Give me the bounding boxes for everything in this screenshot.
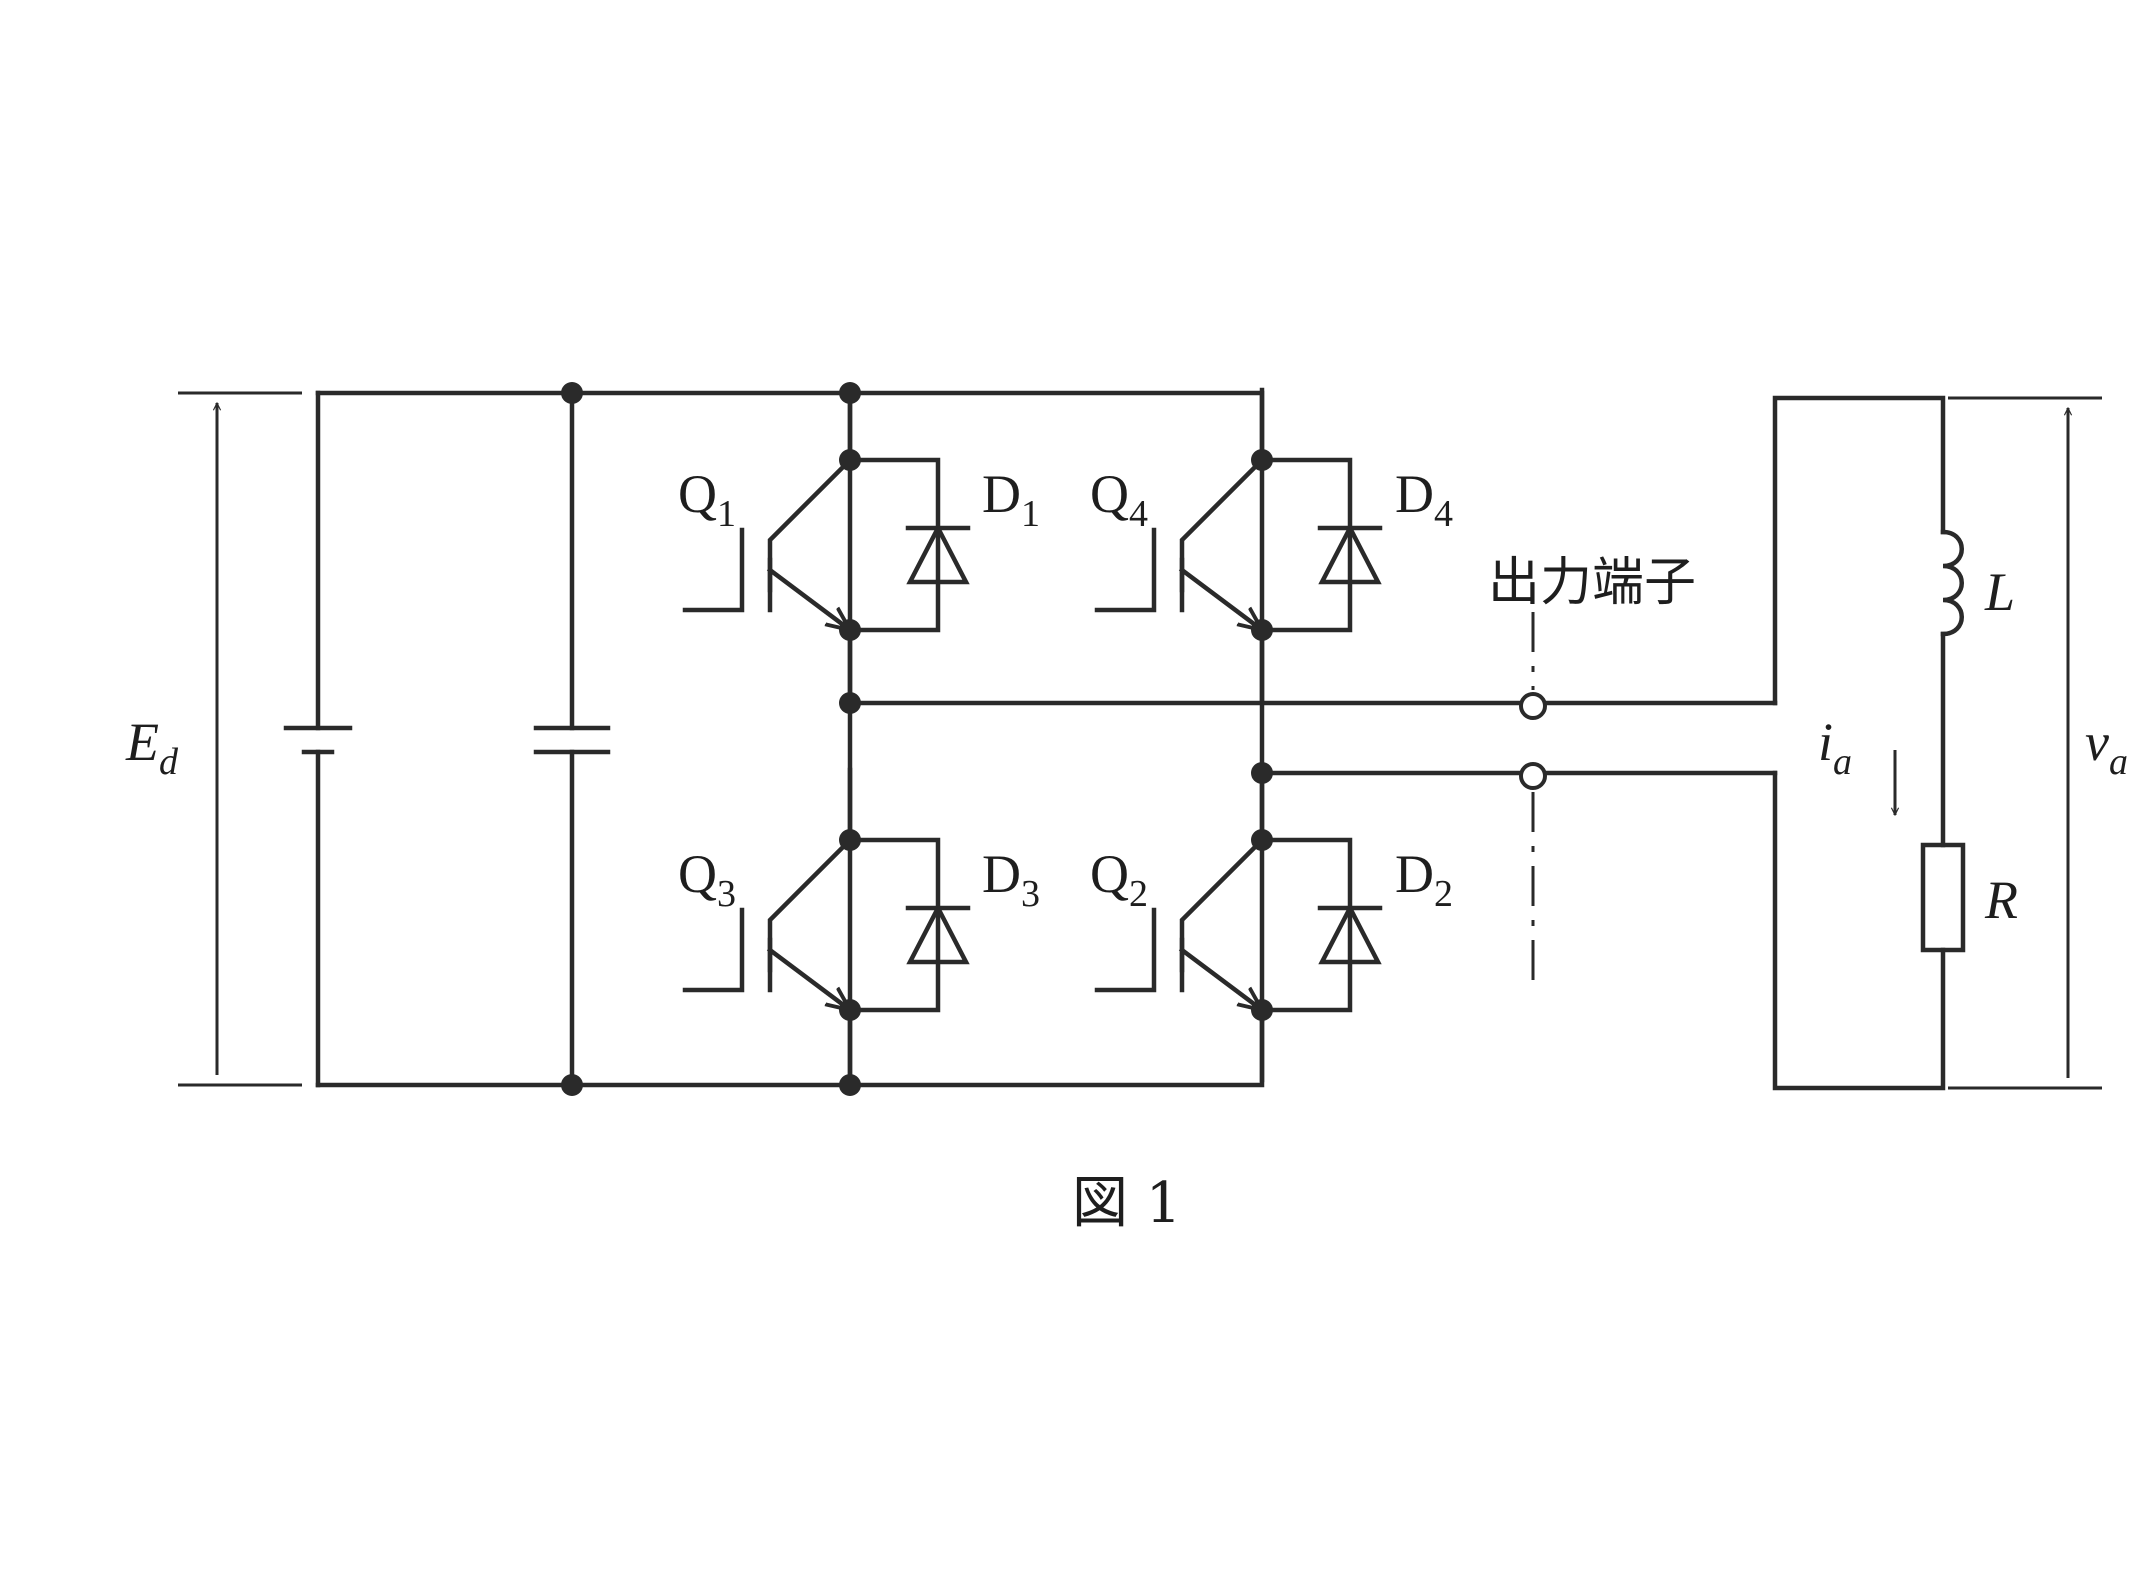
switch-q2-with-diode-d2 — [1097, 770, 1380, 1080]
label-d1: D1 — [982, 464, 1040, 535]
label-q1: Q1 — [678, 464, 736, 535]
figure-caption: 図 1 — [1072, 1171, 1181, 1236]
node-cap-bottom — [561, 1074, 583, 1096]
label-d3: D3 — [982, 844, 1040, 915]
switch-q3-with-diode-d3 — [685, 770, 968, 1080]
output-terminal-a — [1519, 692, 1547, 720]
label-output-terminal: 出力端子 — [1488, 553, 1696, 613]
switch-q1-with-diode-d1 — [685, 390, 968, 700]
output-terminal-b — [1519, 762, 1547, 790]
label-d4: D4 — [1395, 464, 1453, 535]
label-l: L — [1984, 562, 2015, 622]
node-leg-a-bottom — [839, 1074, 861, 1096]
label-r: R — [1984, 870, 2018, 930]
dc-link-capacitor-plates — [533, 725, 611, 755]
node-cap-top — [561, 382, 583, 404]
load-frame — [1772, 395, 1946, 706]
dc-negative-rail — [315, 1017, 1265, 1088]
load-return — [1772, 770, 1946, 1091]
label-ed: Ed — [125, 712, 179, 783]
label-q3: Q3 — [678, 844, 736, 915]
dc-source-ref-lines — [178, 391, 302, 1087]
load-ref-lines — [1948, 396, 2102, 1090]
label-d2: D2 — [1395, 844, 1453, 915]
label-va: va — [2085, 712, 2128, 783]
label-ia: ia — [1818, 712, 1852, 783]
load-inductor — [1940, 529, 1964, 637]
label-q4: Q4 — [1090, 464, 1148, 535]
load-resistor — [1920, 842, 1966, 953]
label-q2: Q2 — [1090, 844, 1148, 915]
dc-positive-rail — [315, 390, 1265, 463]
switch-q4-with-diode-d4 — [1097, 390, 1380, 700]
